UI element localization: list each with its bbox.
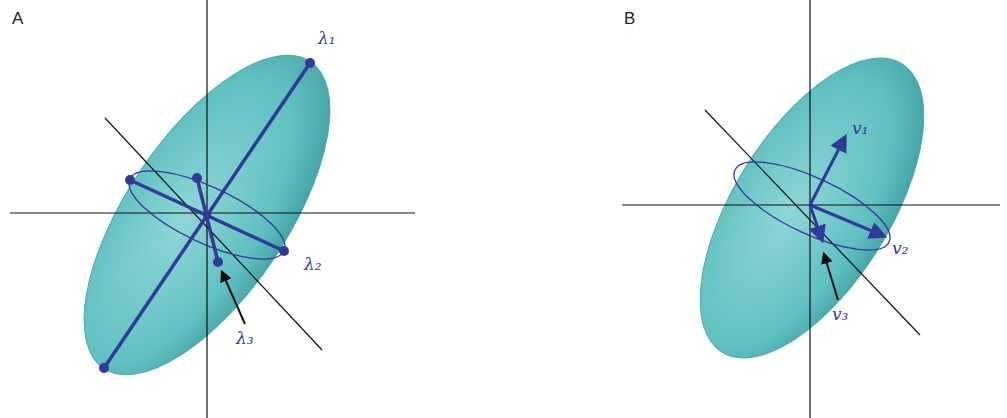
axis-line bbox=[10, 212, 415, 213]
eigenvector-label: v₁ bbox=[852, 120, 868, 137]
axis-dots bbox=[99, 58, 315, 373]
eigenvector bbox=[810, 205, 822, 240]
cross-section bbox=[118, 154, 296, 277]
principal-axis bbox=[197, 178, 218, 262]
axis-line bbox=[206, 0, 207, 418]
panel-letter: A bbox=[12, 10, 23, 27]
axis-line bbox=[705, 110, 920, 335]
panel-letter: B bbox=[624, 10, 635, 27]
eigenvector-label: v₂ bbox=[892, 240, 908, 257]
eigenvector-label: v₃ bbox=[832, 306, 848, 323]
principal-axis bbox=[130, 180, 284, 251]
eigenvalue-label: λ₃ bbox=[236, 330, 254, 347]
principal-axis bbox=[104, 63, 310, 368]
eigenvalue-label: λ₂ bbox=[304, 256, 322, 273]
eigenvalue-label: λ₁ bbox=[318, 30, 336, 47]
ellipsoid bbox=[656, 22, 968, 393]
pointer-arrow bbox=[824, 254, 838, 300]
panel-a bbox=[10, 0, 415, 418]
panel-b bbox=[622, 0, 1000, 418]
eigenvector bbox=[810, 205, 884, 236]
cross-section bbox=[723, 145, 901, 268]
pointer-arrow bbox=[222, 272, 245, 324]
eigenvector bbox=[810, 137, 845, 205]
